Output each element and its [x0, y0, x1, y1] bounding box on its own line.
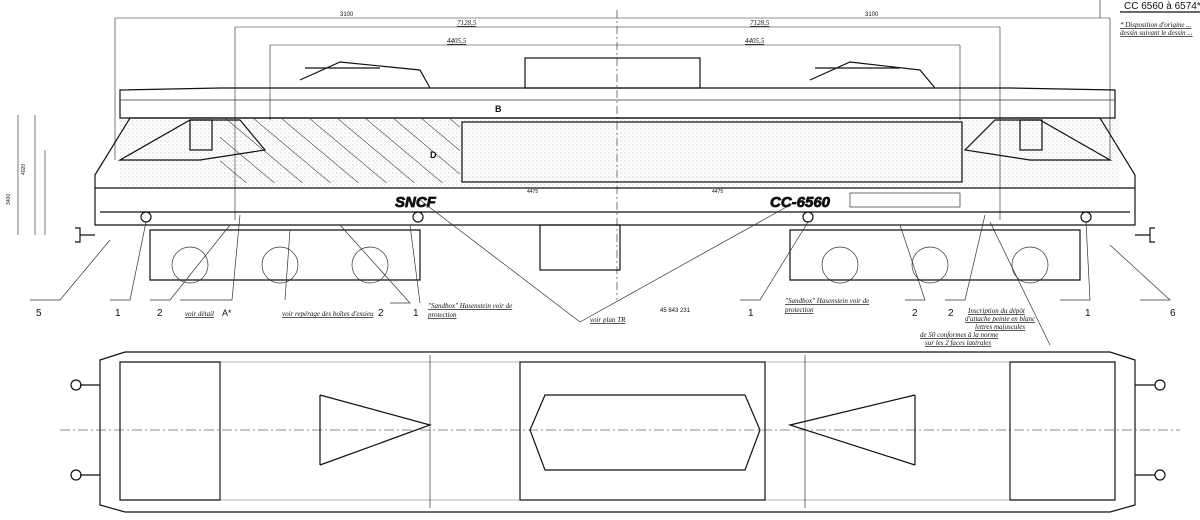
- callout-1: 1: [413, 308, 419, 319]
- section-b-marker: B: [495, 104, 502, 114]
- right-note-3: lettres majuscules: [975, 323, 1025, 331]
- right-note-4: de 50 conformes à la norme: [920, 331, 998, 339]
- sandbox-left-label: "Sandbox" Hasenstein voir de: [428, 302, 512, 310]
- dim-overall-right: 3100: [865, 12, 879, 18]
- plan-view: [60, 351, 1180, 513]
- dim-pivot-left: 4405,5: [447, 37, 467, 45]
- detail-a-mark: A*: [222, 308, 232, 318]
- title-block: CC 6560 à 6574* * Disposition d'origine …: [1099, 0, 1200, 37]
- dim-height-total: 4020: [21, 164, 27, 175]
- dim-panel-right: 4475: [712, 189, 723, 195]
- note-line-1: * Disposition d'origine ...: [1120, 21, 1192, 29]
- dim-overall-left: 3100: [340, 12, 354, 18]
- callout-5: 5: [36, 308, 42, 319]
- callout-6: 6: [1170, 308, 1176, 319]
- callout-1: 1: [115, 308, 121, 319]
- callout-leaders: [30, 199, 1171, 346]
- dim-half-left: 7128,5: [457, 19, 477, 27]
- dim-panel-left: 4475: [527, 189, 538, 195]
- series-label: CC 6560 à 6574*: [1124, 1, 1200, 12]
- callout-2: 2: [157, 308, 163, 319]
- loco-number: CC-6560: [770, 194, 831, 211]
- plan-number: 45 843 231: [660, 308, 691, 314]
- dim-half-right: 7128,5: [750, 19, 770, 27]
- callout-2: 2: [948, 308, 954, 319]
- callout-2: 2: [378, 308, 384, 319]
- dim-height-side: 3400: [6, 194, 12, 205]
- callout-2: 2: [912, 308, 918, 319]
- right-note-5: sur les 2 faces latérales: [925, 339, 991, 347]
- callout-1: 1: [1085, 308, 1091, 319]
- detail-a-label: voir détail: [185, 310, 214, 318]
- side-view: [75, 57, 1155, 284]
- sncf-logo: SNCF: [395, 194, 437, 211]
- sandbox-right-label-2: protection: [784, 306, 814, 314]
- callout-1: 1: [748, 308, 754, 319]
- section-d-marker: D: [430, 150, 437, 160]
- right-note-2: d'attache peinte en blanc: [965, 315, 1036, 323]
- axle-boxes-label: voir repérage des boîtes d'essieu: [282, 310, 374, 318]
- note-line-2: dessin suivant le dessin ...: [1120, 29, 1193, 37]
- dim-pivot-right: 4405,5: [745, 37, 765, 45]
- sandbox-right-label: "Sandbox" Hasenstein voir de: [785, 297, 869, 305]
- plan-ref-label: voir plan TR: [590, 316, 626, 324]
- sandbox-left-label-2: protection: [427, 311, 457, 319]
- right-note-1: Inscription du dépôt: [967, 307, 1026, 315]
